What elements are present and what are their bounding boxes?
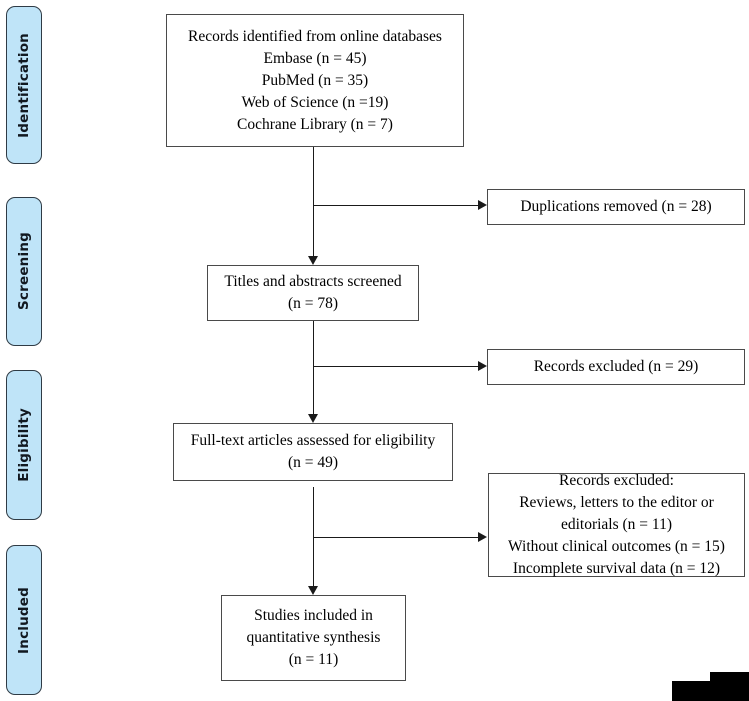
- box-studies-included: Studies included in quantitative synthes…: [221, 595, 406, 681]
- box-line: Records identified from online databases: [188, 27, 442, 45]
- connector-fulltext-to-excluded: [313, 537, 479, 538]
- box-line: Full-text articles assessed for eligibil…: [190, 432, 436, 449]
- box-records-identified: Records identified from online databases…: [166, 14, 464, 147]
- stage-label-eligibility: Eligibility: [6, 370, 42, 520]
- box-line: Records excluded:: [559, 472, 674, 489]
- box-line: editorials (n = 11): [560, 516, 673, 533]
- box-fulltext-assessed: Full-text articles assessed for eligibil…: [173, 423, 453, 481]
- box-line: Embase (n = 45): [263, 49, 367, 67]
- box-records-excluded-eligibility: Records excluded: Reviews, letters to th…: [488, 472, 745, 577]
- box-line: (n = 11): [288, 651, 339, 668]
- box-line: Duplications removed (n = 28): [520, 198, 712, 215]
- connector-identified-to-duplications: [313, 205, 479, 206]
- black-artifact-upper: [710, 672, 749, 701]
- box-line: Records excluded (n = 29): [533, 358, 699, 375]
- box-line: Without clinical outcomes (n = 15): [508, 538, 725, 555]
- stage-label-included: Included: [6, 545, 42, 695]
- stage-label-text: Screening: [16, 232, 32, 311]
- connector-screened-to-fulltext: [313, 321, 314, 415]
- box-line: Cochrane Library (n = 7): [237, 115, 393, 133]
- box-line: PubMed (n = 35): [261, 71, 369, 89]
- arrowhead-fulltext-to-included: [308, 586, 318, 595]
- connector-screened-to-excluded: [313, 366, 479, 367]
- box-duplications-removed: Duplications removed (n = 28): [487, 189, 745, 225]
- stage-label-text: Eligibility: [16, 408, 32, 482]
- arrowhead-identified-to-screened: [308, 256, 318, 265]
- box-line: quantitative synthesis: [246, 629, 381, 646]
- box-line: Titles and abstracts screened: [224, 273, 402, 290]
- arrowhead-screened-to-fulltext: [308, 414, 318, 423]
- box-line: (n = 49): [287, 454, 339, 471]
- box-line: (n = 78): [287, 295, 339, 312]
- box-line: Studies included in: [254, 607, 373, 624]
- box-line: Incomplete survival data (n = 12): [512, 560, 721, 577]
- connector-identified-to-screened: [313, 147, 314, 257]
- arrowhead-identified-to-duplications: [478, 200, 487, 210]
- box-line: Reviews, letters to the editor or: [519, 494, 714, 511]
- stage-label-screening: Screening: [6, 197, 42, 346]
- box-titles-abstracts-screened: Titles and abstracts screened (n = 78): [207, 265, 419, 321]
- box-line: Web of Science (n =19): [241, 93, 389, 111]
- stage-label-text: Identification: [16, 32, 32, 138]
- stage-label-identification: Identification: [6, 6, 42, 164]
- box-records-excluded-screening: Records excluded (n = 29): [487, 349, 745, 385]
- arrowhead-fulltext-to-excluded: [478, 532, 487, 542]
- stage-label-text: Included: [16, 586, 32, 654]
- arrowhead-screened-to-excluded: [478, 361, 487, 371]
